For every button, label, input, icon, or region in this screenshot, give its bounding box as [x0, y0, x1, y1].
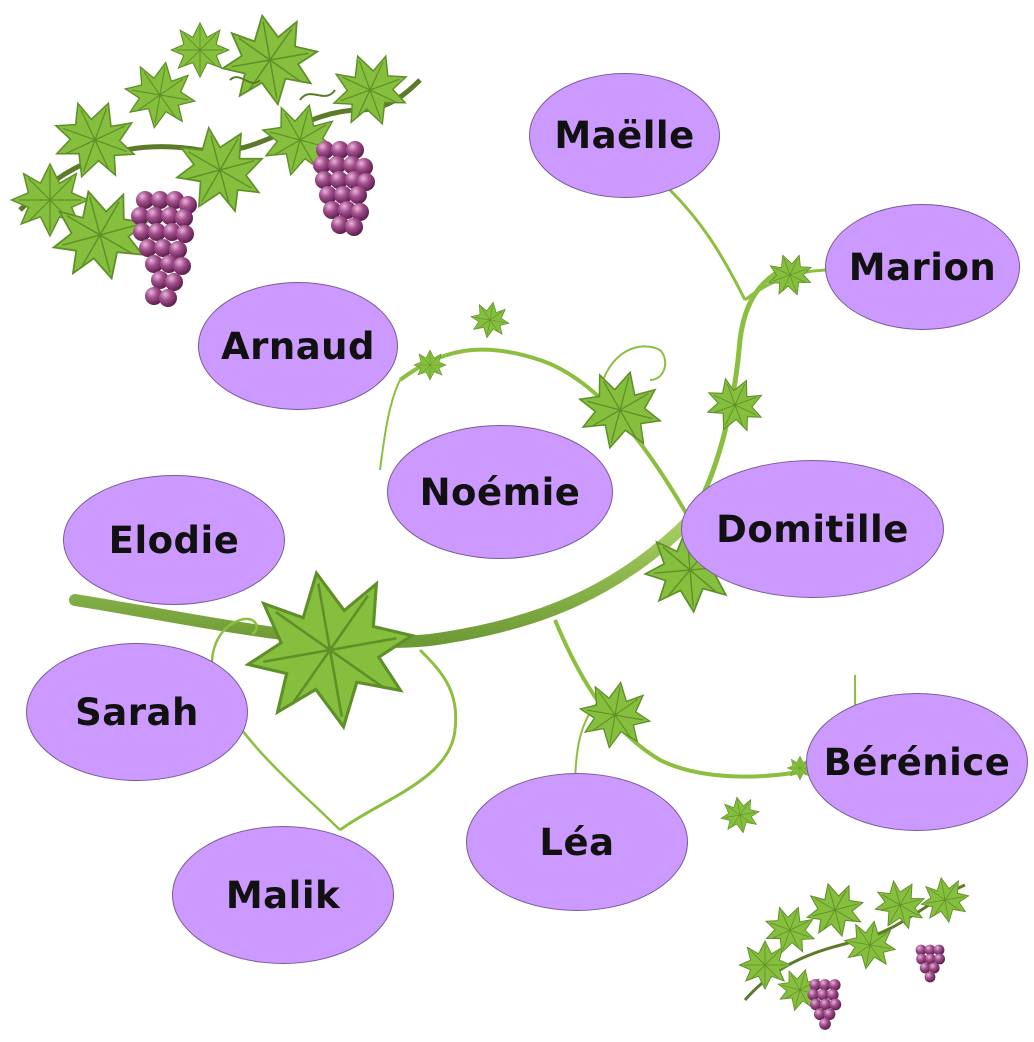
name-bubble-domitille: Domitille — [681, 460, 944, 598]
name-label: Malik — [226, 874, 340, 917]
grape-cluster-icon — [313, 141, 375, 236]
name-label: Bérénice — [824, 741, 1011, 784]
name-bubble-marion: Marion — [825, 204, 1020, 330]
name-bubble-maelle: Maëlle — [529, 73, 720, 198]
name-bubble-arnaud: Arnaud — [198, 282, 398, 410]
name-bubble-berenice: Bérénice — [806, 693, 1028, 831]
name-bubble-malik: Malik — [172, 826, 394, 964]
name-label: Domitille — [716, 508, 909, 551]
name-label: Léa — [539, 821, 614, 864]
name-label: Maëlle — [554, 114, 694, 157]
name-label: Marion — [849, 246, 996, 289]
grape-cluster-icon — [916, 945, 945, 983]
name-bubble-sarah: Sarah — [26, 643, 248, 781]
name-label: Elodie — [109, 519, 240, 562]
grape-cluster-icon — [807, 979, 841, 1030]
name-label: Sarah — [75, 691, 199, 734]
grape-vine-decoration-bottom-right — [739, 871, 972, 1029]
name-label: Arnaud — [221, 325, 375, 368]
vine-leaf-icon — [235, 559, 426, 742]
name-bubble-noemie: Noémie — [387, 425, 613, 559]
grape-vine-decoration-top-left — [12, 7, 420, 307]
grape-cluster-icon — [131, 191, 197, 307]
name-label: Noémie — [420, 471, 581, 514]
name-bubble-lea: Léa — [466, 773, 688, 911]
name-bubble-elodie: Elodie — [63, 475, 285, 605]
